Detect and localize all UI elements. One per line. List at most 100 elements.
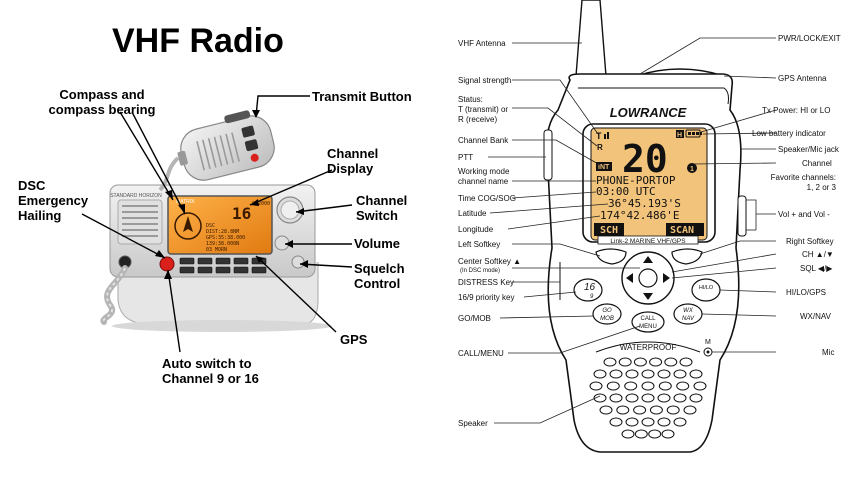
label-auto-switch: Auto switch to Channel 9 or 16 <box>162 356 259 386</box>
speaker-hole <box>658 381 672 391</box>
speaker-hole <box>609 369 623 379</box>
label-signal-strength: Signal strength <box>458 76 512 85</box>
dpad-down <box>643 293 653 300</box>
label-status: Status: T (transmit) or R (receive) <box>458 95 509 124</box>
label-hi-lo-gps: HI/LO/GPS <box>786 288 827 297</box>
label-speaker: Speaker <box>458 419 488 428</box>
key-hilo-text: HI/LO <box>699 285 714 291</box>
speaker-hole <box>693 381 707 391</box>
lcd-latitude: 36°45.193'S <box>608 197 681 210</box>
label-favorite-channels: Favorite channels: 1, 2 or 3 <box>770 173 836 192</box>
ptt-side-key <box>543 129 553 181</box>
lcd-int-text: INT <box>598 164 610 171</box>
key-call-text: CALL <box>640 316 656 322</box>
key-call-menu <box>631 311 665 333</box>
speaker-hole <box>621 429 635 439</box>
label-longitude: Longitude <box>458 225 494 234</box>
speaker-hole <box>649 405 663 415</box>
label-ptt: PTT <box>458 153 474 162</box>
dpad-up <box>643 256 653 263</box>
front-buttons <box>179 257 267 274</box>
label-call-menu: CALL/MENU <box>458 349 504 358</box>
key-go-mob <box>592 303 622 325</box>
speaker-hole <box>689 393 703 403</box>
volume-side-keys <box>737 195 747 237</box>
label-distress-key: DISTRESS Key <box>458 278 515 287</box>
key-9-text: 9 <box>590 294 594 300</box>
compass-needle <box>183 216 193 232</box>
label-transmit-button: Transmit Button <box>312 89 412 104</box>
label-low-battery: Low battery indicator <box>752 129 826 138</box>
speaker-hole <box>634 429 648 439</box>
lcd-info-lines: DSCDIST:28.8NMGPS:35:38.000139:38.000N03… <box>206 223 245 253</box>
left-softkey <box>595 248 627 265</box>
handheld-microphone <box>177 110 275 181</box>
label-volume: Volume <box>354 236 400 251</box>
lcd-info-line: DIST:28.8NM <box>206 229 239 235</box>
handheld-brand: LOWRANCE <box>610 105 687 120</box>
speaker-hole <box>609 417 623 427</box>
speaker-holes <box>589 357 707 439</box>
key-16-9 <box>573 278 603 302</box>
dpad-center <box>638 268 658 288</box>
label-tx-power: Tx Power: HI or LO <box>762 106 831 115</box>
speaker-hole <box>589 381 603 391</box>
speaker-hole <box>673 369 687 379</box>
label-speaker-mic-jack: Speaker/Mic jack <box>778 145 839 154</box>
label-working-mode: Working mode channel name <box>458 167 510 186</box>
label-left-softkey: Left Softkey <box>458 240 501 249</box>
speaker-hole <box>633 405 647 415</box>
label-ch: CH ▲/▼ <box>802 250 834 259</box>
label-vol: Vol + and Vol - <box>778 210 830 219</box>
label-wx-nav: WX/NAV <box>800 312 831 321</box>
label-mic: Mic <box>822 348 835 357</box>
right-callout-lines <box>488 37 777 424</box>
lcd-softkey-right-tab <box>666 223 704 236</box>
speaker-hole <box>625 417 639 427</box>
speaker-hole <box>625 393 639 403</box>
speaker-hole <box>599 405 613 415</box>
label-squelch: Squelch Control <box>354 261 405 291</box>
model-strip <box>597 235 699 245</box>
lcd-time: 03:00 UTC <box>596 185 656 198</box>
key-16-text: 16 <box>584 282 596 293</box>
speaker-hole <box>676 381 690 391</box>
channel-bank-indicator <box>596 162 612 171</box>
speaker-hole <box>673 417 687 427</box>
speaker-hole <box>641 381 655 391</box>
label-gps: GPS <box>340 332 368 347</box>
waterproof-label: WATERPROOF <box>620 343 677 352</box>
label-channel-display: Channel Display <box>327 146 379 176</box>
key-go-text: GO <box>602 308 612 314</box>
label-center-note: (In DSC mode) <box>460 268 501 274</box>
right-softkey <box>671 248 703 265</box>
label-channel: Channel <box>802 159 832 168</box>
lcd-channel-name: PHONE-PORTOP <box>596 174 676 187</box>
distress-button <box>159 256 175 272</box>
label-compass: Compass and compass bearing <box>48 87 156 117</box>
speaker-slots <box>122 205 158 237</box>
label-channel-bank: Channel Bank <box>458 136 509 145</box>
speaker-hole <box>593 393 607 403</box>
speaker-hole <box>633 357 647 367</box>
speaker-hole <box>657 393 671 403</box>
favorite-indicator <box>687 163 697 173</box>
label-vhf-antenna: VHF Antenna <box>458 39 506 48</box>
vhf-antenna <box>575 0 607 77</box>
speaker-hole <box>624 381 638 391</box>
speaker-hole <box>689 369 703 379</box>
key-wx-text: WX <box>683 308 694 314</box>
lcd-info-line: GPS:35:38.000 <box>206 235 245 241</box>
label-channel-switch: Channel Switch <box>356 193 408 223</box>
left-callout-arrowheads <box>155 110 308 279</box>
mic-coil-cord <box>158 156 180 192</box>
volume-knob <box>274 235 290 251</box>
label-gps-antenna: GPS Antenna <box>778 74 827 83</box>
lcd-hi-indicator <box>676 130 684 138</box>
left-callout-lines <box>81 95 353 353</box>
lcd-softkey-left-tab <box>594 223 624 236</box>
squelch-knob <box>291 255 305 269</box>
lcd-favorite-text: 1 <box>690 166 694 173</box>
speaker-hole <box>661 429 675 439</box>
